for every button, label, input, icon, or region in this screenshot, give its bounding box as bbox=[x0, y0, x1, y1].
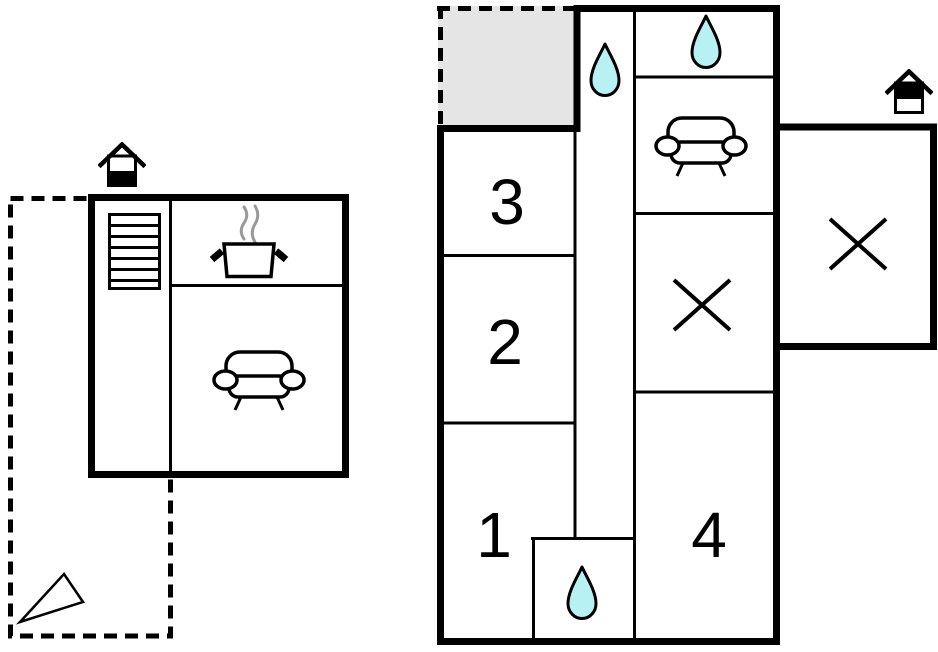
annex-room-outline bbox=[773, 123, 937, 350]
room-label-4: 4 bbox=[691, 499, 727, 571]
cooking-pot-icon bbox=[209, 204, 289, 279]
direction-triangle-icon bbox=[15, 571, 85, 625]
right-building-unit: 3 2 1 4 bbox=[437, 5, 937, 645]
balcony-area bbox=[438, 6, 575, 126]
right-building-outline bbox=[437, 5, 780, 645]
left-building-unit bbox=[8, 145, 349, 639]
stairs-icon bbox=[108, 213, 161, 290]
room-label-2: 2 bbox=[487, 306, 523, 378]
room-label-3: 3 bbox=[489, 166, 525, 238]
house-ground-floor-icon bbox=[99, 145, 145, 186]
house-upper-floor-icon bbox=[886, 72, 932, 113]
room-label-1: 1 bbox=[476, 499, 512, 571]
